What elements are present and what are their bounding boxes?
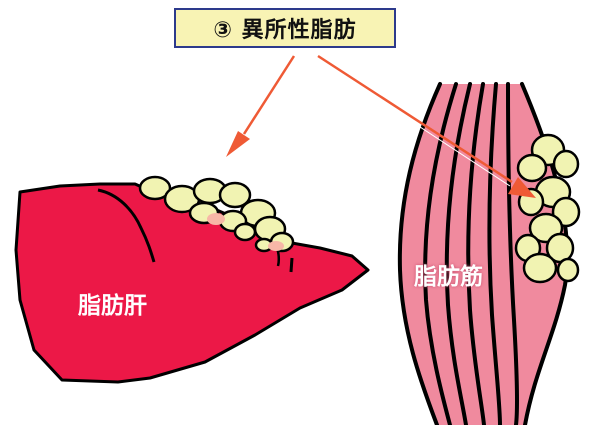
liver-fold-line	[97, 188, 156, 263]
fatty-liver-label: 脂肪肝	[78, 293, 147, 319]
liver-fat-cluster	[138, 175, 295, 253]
diagram-title: ③ 異所性脂肪	[174, 8, 396, 48]
arrow-to-liver	[226, 55, 296, 157]
liver-tick	[289, 257, 294, 273]
liver-fat-pink-flecks	[207, 213, 284, 251]
fatty-muscle-label: 脂肪筋	[414, 264, 483, 290]
muscle-fat-cluster	[514, 133, 581, 284]
arrow-to-muscle	[317, 54, 536, 198]
